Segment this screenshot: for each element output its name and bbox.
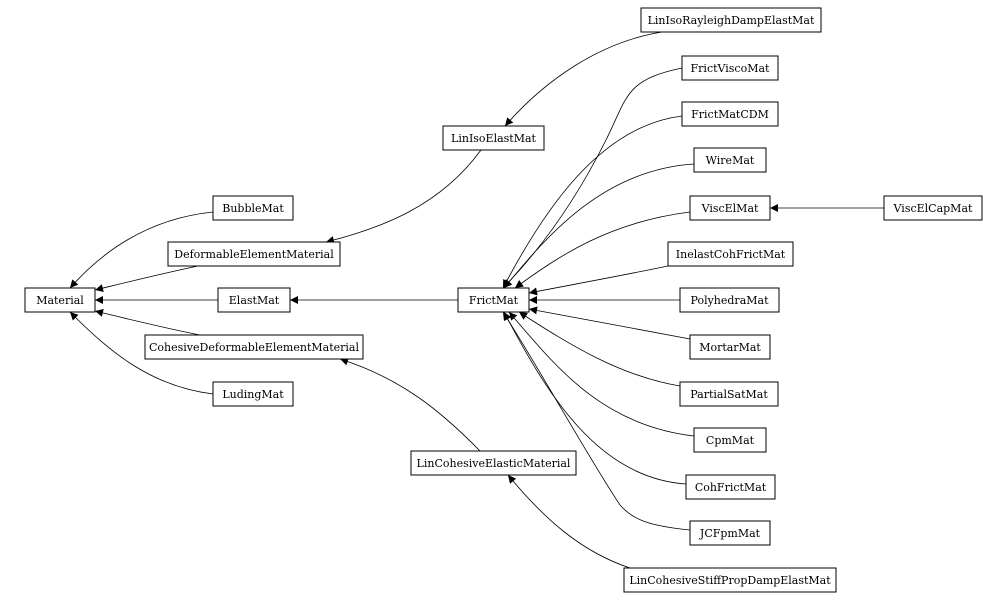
edge-inelast-coh-frict-mat-to-frict-mat	[528, 265, 669, 296]
node-box-bubble-mat	[212, 195, 294, 221]
edge-partial-sat-mat-to-frict-mat	[518, 311, 681, 387]
node-label-elast-mat: ElastMat	[229, 294, 280, 307]
node-box-wire-mat	[693, 147, 767, 173]
node-label-mortar-mat: MortarMat	[699, 341, 761, 354]
edge-lin-iso-elast-mat-to-deformable-element-material	[325, 149, 482, 244]
node-visc-el-cap-mat[interactable]: ViscElCapMat	[883, 195, 983, 221]
node-box-lin-cohesive-elastic-material	[410, 450, 577, 476]
node-label-jcfpm-mat: JCFpmMat	[699, 527, 761, 540]
node-box-polyhedra-mat	[679, 287, 780, 313]
node-label-lin-cohesive-elastic-material: LinCohesiveElasticMaterial	[417, 457, 571, 470]
edge-lin-cohesive-stiff-prop-damp-elast-mat-to-lin-cohesive-elastic-material	[507, 474, 631, 569]
node-box-visc-el-mat	[689, 195, 771, 221]
node-frict-visco-mat[interactable]: FrictViscoMat	[681, 55, 779, 81]
node-cohesive-deformable-element-material[interactable]: CohesiveDeformableElementMaterial	[144, 334, 364, 360]
edge-frict-visco-mat-to-frict-mat	[502, 67, 683, 289]
edge-frict-mat-cdm-to-frict-mat	[502, 115, 683, 289]
node-box-lin-cohesive-stiff-prop-damp-elast-mat	[623, 567, 837, 593]
node-box-inelast-coh-frict-mat	[667, 241, 794, 267]
node-label-wire-mat: WireMat	[706, 154, 755, 167]
node-label-lin-cohesive-stiff-prop-damp-elast-mat: LinCohesiveStiffPropDampElastMat	[629, 574, 831, 587]
node-box-luding-mat	[212, 381, 294, 407]
node-deformable-element-material[interactable]: DeformableElementMaterial	[167, 241, 341, 267]
edge-mortar-mat-to-frict-mat	[528, 306, 691, 340]
edge-visc-el-mat-to-frict-mat	[514, 211, 691, 289]
node-box-deformable-element-material	[167, 241, 341, 267]
node-frict-mat[interactable]: FrictMat	[457, 287, 530, 313]
node-box-visc-el-cap-mat	[883, 195, 983, 221]
node-polyhedra-mat[interactable]: PolyhedraMat	[679, 287, 780, 313]
node-frict-mat-cdm[interactable]: FrictMatCDM	[681, 101, 779, 127]
node-label-material: Material	[36, 294, 84, 307]
node-cpm-mat[interactable]: CpmMat	[693, 427, 767, 453]
node-label-bubble-mat: BubbleMat	[222, 202, 284, 215]
node-box-coh-frict-mat	[685, 474, 776, 500]
edge-luding-mat-to-material	[69, 311, 214, 395]
node-box-lin-iso-rayleigh-damp-elast-mat	[640, 7, 822, 33]
edge-coh-frict-mat-to-frict-mat	[503, 311, 687, 485]
node-coh-frict-mat[interactable]: CohFrictMat	[685, 474, 776, 500]
node-label-visc-el-cap-mat: ViscElCapMat	[893, 202, 973, 215]
node-box-cpm-mat	[693, 427, 767, 453]
edge-lin-cohesive-elastic-material-to-cohesive-deformable-element-material	[339, 357, 481, 452]
node-partial-sat-mat[interactable]: PartialSatMat	[679, 381, 779, 407]
node-box-frict-mat-cdm	[681, 101, 779, 127]
node-label-coh-frict-mat: CohFrictMat	[695, 481, 767, 494]
node-box-lin-iso-elast-mat	[442, 125, 545, 151]
node-label-visc-el-mat: ViscElMat	[701, 202, 759, 215]
node-label-frict-mat: FrictMat	[469, 294, 519, 307]
node-box-mortar-mat	[689, 334, 771, 360]
edge-lin-iso-rayleigh-damp-elast-mat-to-lin-iso-elast-mat	[504, 31, 663, 127]
node-lin-iso-elast-mat[interactable]: LinIsoElastMat	[442, 125, 545, 151]
node-lin-cohesive-elastic-material[interactable]: LinCohesiveElasticMaterial	[410, 450, 577, 476]
node-box-material	[24, 287, 96, 313]
node-bubble-mat[interactable]: BubbleMat	[212, 195, 294, 221]
edge-bubble-mat-to-material	[69, 211, 214, 289]
node-material[interactable]: Material	[24, 287, 96, 313]
node-box-jcfpm-mat	[689, 520, 771, 546]
node-lin-iso-rayleigh-damp-elast-mat[interactable]: LinIsoRayleighDampElastMat	[640, 7, 822, 33]
node-box-frict-visco-mat	[681, 55, 779, 81]
node-label-frict-visco-mat: FrictViscoMat	[691, 62, 771, 75]
edge-jcfpm-mat-to-frict-mat	[502, 311, 691, 531]
node-label-frict-mat-cdm: FrictMatCDM	[691, 108, 769, 121]
edge-deformable-element-material-to-material	[94, 265, 199, 293]
node-label-polyhedra-mat: PolyhedraMat	[690, 294, 769, 307]
node-elast-mat[interactable]: ElastMat	[217, 287, 291, 313]
node-inelast-coh-frict-mat[interactable]: InelastCohFrictMat	[667, 241, 794, 267]
edge-cohesive-deformable-element-material-to-material	[94, 308, 201, 336]
node-box-elast-mat	[217, 287, 291, 313]
edge-wire-mat-to-frict-mat	[503, 163, 695, 289]
node-label-luding-mat: LudingMat	[222, 388, 284, 401]
edge-cpm-mat-to-frict-mat	[508, 311, 695, 437]
node-box-cohesive-deformable-element-material	[144, 334, 364, 360]
node-label-inelast-coh-frict-mat: InelastCohFrictMat	[676, 248, 786, 261]
inheritance-edges	[69, 31, 884, 569]
node-label-deformable-element-material: DeformableElementMaterial	[174, 248, 334, 261]
node-jcfpm-mat[interactable]: JCFpmMat	[689, 520, 771, 546]
node-label-lin-iso-rayleigh-damp-elast-mat: LinIsoRayleighDampElastMat	[648, 14, 815, 27]
node-visc-el-mat[interactable]: ViscElMat	[689, 195, 771, 221]
node-box-partial-sat-mat	[679, 381, 779, 407]
node-label-cpm-mat: CpmMat	[706, 434, 755, 447]
node-label-partial-sat-mat: PartialSatMat	[690, 388, 768, 401]
class-nodes: Material BubbleMatDeformableElementMateri…	[24, 7, 983, 593]
node-lin-cohesive-stiff-prop-damp-elast-mat[interactable]: LinCohesiveStiffPropDampElastMat	[623, 567, 837, 593]
node-box-frict-mat	[457, 287, 530, 313]
node-luding-mat[interactable]: LudingMat	[212, 381, 294, 407]
node-label-lin-iso-elast-mat: LinIsoElastMat	[451, 132, 537, 145]
node-mortar-mat[interactable]: MortarMat	[689, 334, 771, 360]
node-label-cohesive-deformable-element-material: CohesiveDeformableElementMaterial	[149, 341, 359, 354]
node-wire-mat[interactable]: WireMat	[693, 147, 767, 173]
